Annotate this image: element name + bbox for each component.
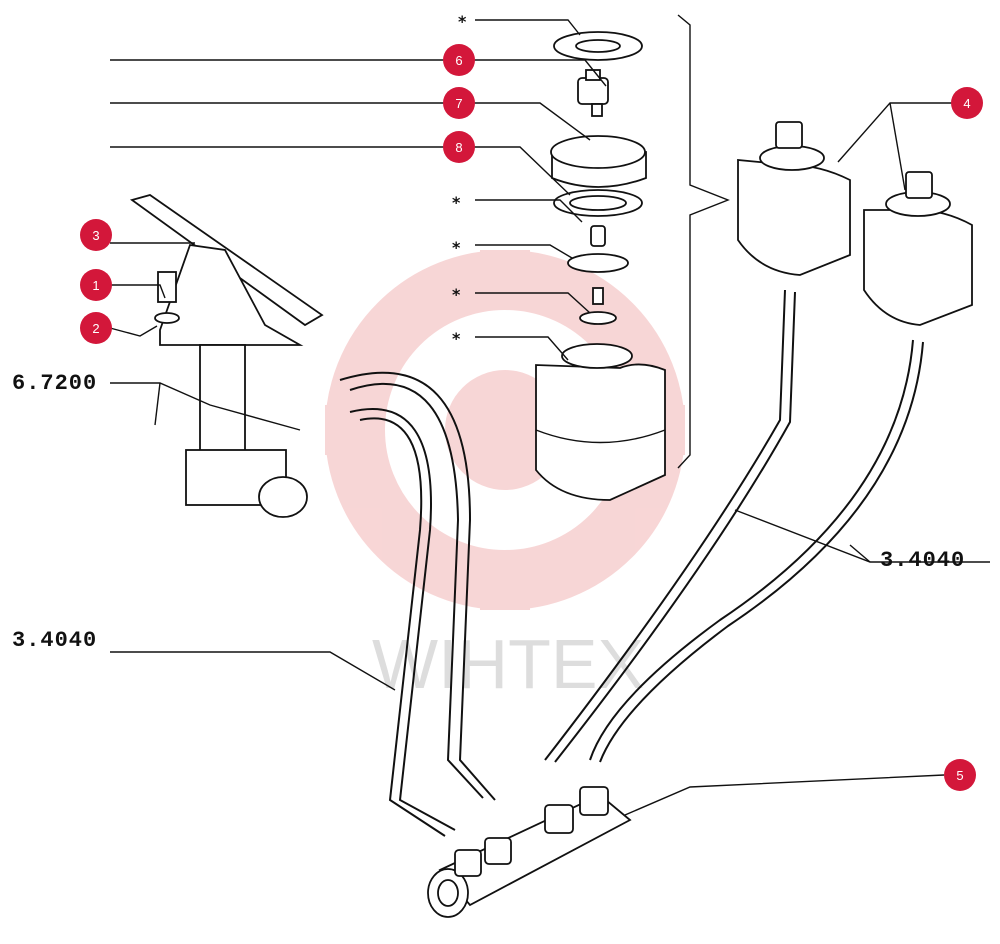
master-cylinder xyxy=(427,786,632,918)
hoses xyxy=(339,289,924,837)
asterisk-2: * xyxy=(452,193,461,212)
asterisk-1: * xyxy=(458,12,467,31)
callout-2[interactable]: 2 xyxy=(80,312,112,344)
callout-6[interactable]: 6 xyxy=(443,44,475,76)
callout-3[interactable]: 3 xyxy=(80,219,112,251)
callout-5-label: 5 xyxy=(956,768,963,783)
callout-1[interactable]: 1 xyxy=(80,269,112,301)
asterisk-3: * xyxy=(452,238,461,257)
callout-1-label: 1 xyxy=(92,278,99,293)
callout-7[interactable]: 7 xyxy=(443,87,475,119)
callout-2-label: 2 xyxy=(92,321,99,336)
ref-left-hoses: 3.4040 xyxy=(12,628,97,653)
leader-lines xyxy=(109,19,990,816)
callout-6-label: 6 xyxy=(455,53,462,68)
callout-5[interactable]: 5 xyxy=(944,759,976,791)
callout-4[interactable]: 4 xyxy=(951,87,983,119)
asterisk-5: * xyxy=(452,329,461,348)
ref-left-group: 6.7200 xyxy=(12,371,97,396)
callout-4-label: 4 xyxy=(963,96,970,111)
asterisk-markers: * * * * * xyxy=(452,12,467,348)
callout-8-label: 8 xyxy=(455,140,462,155)
reservoir-exploded-stack xyxy=(535,31,666,501)
pedal-assembly xyxy=(129,194,324,518)
callout-8[interactable]: 8 xyxy=(443,131,475,163)
callout-3-label: 3 xyxy=(92,228,99,243)
asterisk-4: * xyxy=(452,285,461,304)
reservoir-pair xyxy=(737,121,973,326)
group-bracket xyxy=(677,14,730,469)
ref-right-hoses: 3.4040 xyxy=(880,548,965,573)
callout-7-label: 7 xyxy=(455,96,462,111)
